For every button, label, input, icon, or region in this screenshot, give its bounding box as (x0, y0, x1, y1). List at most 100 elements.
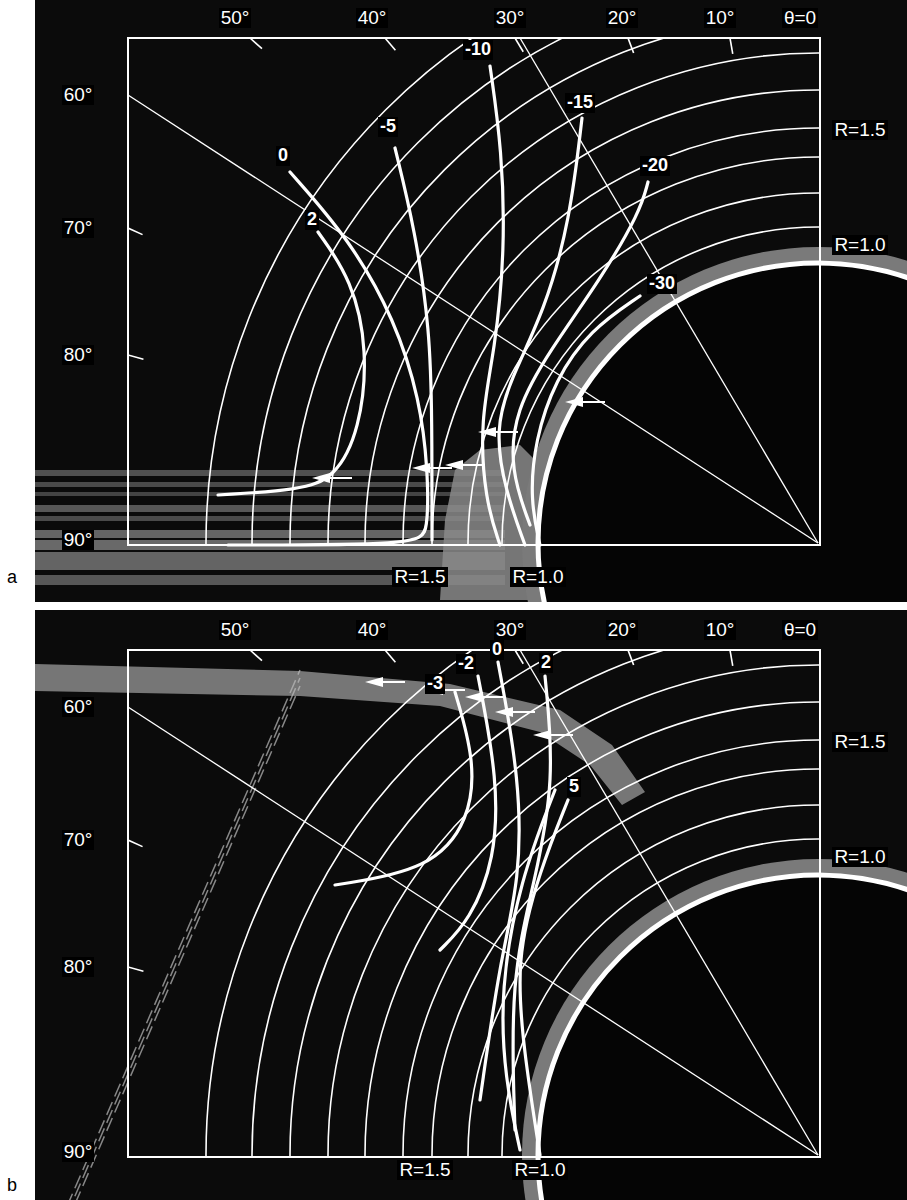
angle-tick (385, 650, 395, 662)
radius-arc (365, 90, 820, 545)
radius-arc (468, 193, 820, 545)
angle-tick (628, 650, 634, 665)
curve-value: 2 (305, 210, 319, 230)
angle-label: 90° (62, 1142, 95, 1163)
curve-value: 0 (490, 640, 504, 660)
radius-label: R=1.0 (510, 567, 565, 588)
angle-label: 60° (62, 697, 95, 718)
angle-tick (515, 38, 523, 52)
radius-arc (328, 665, 820, 1157)
angle-label: 10° (704, 620, 737, 641)
radius-label: R=1.5 (832, 732, 887, 753)
radius-arc (403, 740, 820, 1157)
contour-line (532, 296, 640, 545)
contour-line (503, 790, 555, 1150)
streamer-streak (35, 678, 300, 1200)
angle-label: 20° (606, 620, 639, 641)
radius-arc (432, 769, 820, 1157)
photo-panel (35, 610, 907, 1200)
contour-line (520, 800, 568, 1155)
flow-arrow-shaft (426, 467, 452, 469)
streamer-streak (35, 530, 505, 538)
flow-arrow-shaft (547, 734, 573, 736)
angle-label: 50° (219, 8, 252, 29)
angle-tick (385, 38, 395, 50)
curve-value: 5 (567, 777, 581, 797)
solar-disk (538, 875, 907, 1200)
angle-tick (128, 355, 143, 359)
angle-label: 30° (494, 620, 527, 641)
streamer-streak (35, 670, 300, 1200)
angle-tick (128, 967, 143, 971)
photo-panel (35, 0, 907, 602)
flow-arrow-shaft (379, 681, 405, 683)
radius-label: R=1.5 (832, 120, 887, 141)
angle-tick (128, 228, 143, 235)
radius-label: R=1.0 (832, 235, 887, 256)
angle-tick (128, 840, 143, 847)
contour-line (440, 676, 496, 950)
radius-arc (290, 38, 820, 545)
radius-label: R=1.0 (832, 847, 887, 868)
contour-line (483, 66, 504, 545)
flow-arrow-shaft (479, 696, 505, 698)
radius-arc (206, 650, 820, 1157)
solar-disk (538, 263, 907, 602)
angle-label: 80° (62, 957, 95, 978)
contour-line (218, 232, 364, 495)
angle-label: 20° (606, 8, 639, 29)
contour-line (395, 148, 432, 540)
radius-label: R=1.0 (512, 1160, 567, 1181)
radial-line (520, 650, 818, 1155)
curve-value: 2 (539, 653, 553, 673)
flow-arrow-shaft (492, 431, 518, 433)
angle-label: 90° (62, 530, 95, 551)
angle-label: θ=0 (782, 8, 818, 29)
angle-label: 80° (62, 345, 95, 366)
curve-value: -30 (647, 274, 677, 294)
angle-label: 30° (494, 8, 527, 29)
curve-value: 0 (276, 146, 290, 166)
contour-line (499, 118, 582, 545)
radius-label: R=1.5 (392, 567, 447, 588)
radius-arc (365, 702, 820, 1157)
radius-arc (502, 839, 820, 1157)
angle-label: 40° (356, 620, 389, 641)
radius-arc (328, 53, 820, 545)
grid-frame (128, 650, 820, 1157)
contour-lines (335, 662, 573, 1155)
contour-line (335, 692, 472, 885)
angle-label: 40° (356, 8, 389, 29)
solar-limb (538, 875, 907, 1200)
flow-arrow-shaft (326, 477, 352, 479)
radius-arc (502, 227, 820, 545)
radial-line (520, 38, 818, 543)
corona-band (522, 859, 907, 1200)
angle-label: 10° (704, 8, 737, 29)
angle-tick (250, 38, 262, 49)
angle-tick (730, 650, 733, 666)
streamer-streak (35, 470, 505, 476)
flow-arrow-shaft (459, 464, 485, 466)
angle-tick (628, 38, 634, 53)
curve-value: -15 (565, 93, 595, 113)
curve-value: -3 (425, 674, 445, 694)
curve-value: -5 (378, 117, 398, 137)
radius-label: R=1.5 (397, 1160, 452, 1181)
curve-value: -20 (640, 156, 670, 176)
radius-arc (403, 128, 820, 545)
curve-value: -10 (463, 40, 493, 60)
angle-label: 60° (62, 85, 95, 106)
streamer-band (35, 664, 645, 805)
radial-line (128, 95, 818, 543)
streamer-streak (35, 482, 505, 487)
panel-letter: b (5, 1176, 19, 1196)
streamer-streak (35, 686, 300, 1200)
angle-tick (250, 650, 262, 661)
solar-limb (538, 263, 907, 602)
polar-grid (128, 650, 820, 1157)
flow-arrow-shaft (579, 401, 605, 403)
